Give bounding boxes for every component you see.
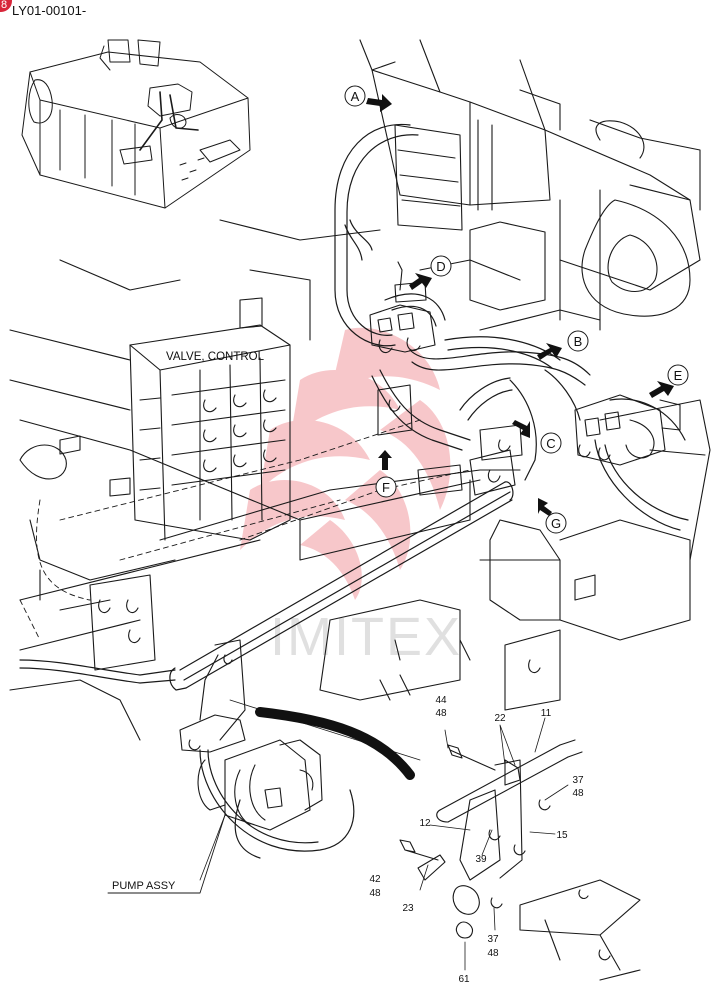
part-number: 37	[572, 775, 584, 786]
arrow-g	[538, 498, 552, 516]
view-arrows	[366, 94, 674, 516]
hydraulic-hoses	[19, 123, 689, 859]
engine-frame	[359, 39, 701, 331]
part-number: 11	[541, 708, 552, 719]
part-number: 48	[369, 888, 381, 899]
valve-cluster-e	[574, 394, 681, 466]
view-marker-f: F	[382, 480, 390, 495]
view-marker-e: E	[674, 368, 683, 383]
view-marker-letters: A B C D E F G	[351, 89, 683, 531]
pump-assy-label: PUMP ASSY	[112, 880, 176, 892]
leader-lines	[199, 717, 569, 971]
part-number: 12	[419, 818, 431, 829]
part-callouts: 44 48 22 11 37 48 12 15 39 42 48 23 37 4…	[369, 695, 584, 985]
view-marker-a: A	[351, 89, 360, 104]
view-marker-g: G	[551, 516, 561, 531]
view-marker-d: D	[436, 259, 445, 274]
view-marker-c: C	[546, 436, 555, 451]
part-number: 61	[458, 974, 470, 985]
pump-assembly	[197, 739, 323, 831]
bracket-detail	[399, 739, 641, 981]
part-number: 48	[572, 788, 584, 799]
document-code: LY01-00101-	[12, 3, 87, 18]
chassis-frame	[9, 219, 711, 741]
part-number: 48	[435, 708, 447, 719]
watermark-logo	[240, 327, 451, 600]
control-valve-assembly	[129, 297, 291, 541]
black-hose	[255, 707, 415, 780]
brackets-c-f	[377, 384, 523, 496]
arrow-f	[378, 450, 392, 470]
part-number: 37	[487, 934, 499, 945]
pump-assy-underline	[107, 814, 226, 894]
arrow-d	[409, 273, 432, 290]
part-number: 22	[494, 713, 506, 724]
arrow-e	[649, 381, 674, 398]
view-marker-b: B	[574, 334, 583, 349]
machine-overview-inset	[21, 39, 251, 209]
arrow-c	[512, 420, 530, 438]
part-number: 39	[475, 854, 487, 865]
valve-control-label: VALVE, CONTROL	[166, 351, 265, 363]
part-number: 15	[556, 830, 568, 841]
valve-cluster-d	[369, 261, 436, 354]
part-number: 42	[369, 874, 381, 885]
watermark-text: IMITEX	[270, 607, 462, 667]
arrow-a	[366, 94, 392, 112]
arrow-b	[537, 343, 562, 360]
view-marker-circles	[344, 85, 689, 534]
part-number: 23	[402, 903, 414, 914]
crossbar-tube	[169, 481, 514, 691]
part-number: 48	[487, 948, 499, 959]
part-number: 44	[435, 695, 447, 706]
